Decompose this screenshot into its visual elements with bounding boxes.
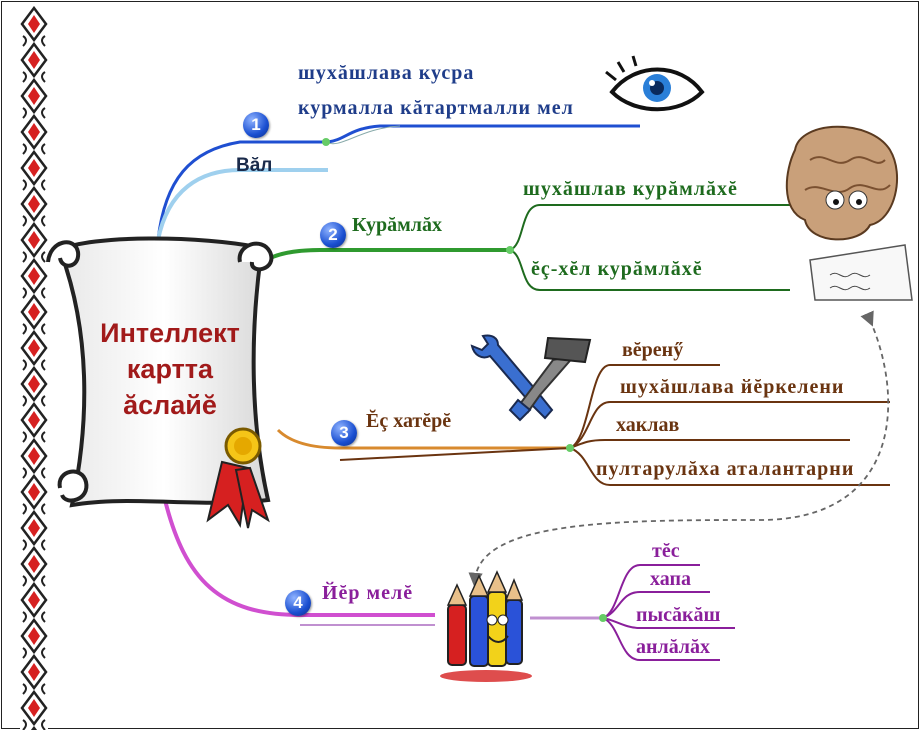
branch-4-leaf-3: пысăкăш: [636, 604, 721, 626]
branch-4-leaf-1: тĕс: [652, 540, 680, 562]
ornament-strip: [20, 6, 48, 730]
branch-3-leaf-4: пултарулăха аталантарни: [596, 458, 855, 480]
tools-icon: [470, 334, 592, 422]
branch-1-label: Вăл: [236, 155, 273, 176]
branch-4-label: Йĕр мелĕ: [322, 582, 414, 604]
center-line-3: ăслайĕ: [123, 390, 217, 420]
branch-1-leaf-1: шухăшлава кусра: [298, 62, 475, 84]
branch-3-label: Ĕç хатĕрĕ: [366, 410, 452, 432]
brain-icon: [785, 125, 913, 301]
center-line-1: Интеллект: [100, 318, 240, 348]
branch-3-leaf-3: хаклав: [616, 414, 680, 436]
branch-4-leaf-2: хапа: [650, 568, 691, 590]
branch-1-lines: [156, 124, 640, 241]
branch-1-number-badge: 1: [243, 112, 269, 138]
branch-3-number-badge: 3: [331, 420, 357, 446]
branch-1-leaf-2: курмалла кăтартмалли мел: [298, 97, 574, 119]
pencils-icon: [440, 570, 532, 682]
branch-4-leaf-4: анлăлăх: [636, 636, 710, 658]
eye-icon: [605, 55, 705, 112]
branch-2-leaf-2: ĕç-хĕл курăмлăхĕ: [531, 258, 703, 280]
branch-2-lines: [238, 204, 790, 291]
center-title: Интеллект картта ăслайĕ: [70, 315, 270, 423]
branch-2-leaf-1: шухăшлав курăмлăхĕ: [523, 178, 738, 200]
branch-4-number-badge: 4: [285, 590, 311, 616]
center-line-2: картта: [126, 354, 214, 384]
branch-2-number-badge: 2: [320, 222, 346, 248]
scroll-shape: [46, 236, 274, 508]
branch-3-leaf-1: вĕренӳ: [622, 339, 684, 361]
seal-ribbon-icon: [206, 427, 270, 529]
branch-2-label: Курăмлăх: [352, 214, 442, 236]
branch-3-leaf-2: шухăшлава йĕркелени: [620, 376, 845, 398]
dashed-arrow: [468, 310, 890, 588]
